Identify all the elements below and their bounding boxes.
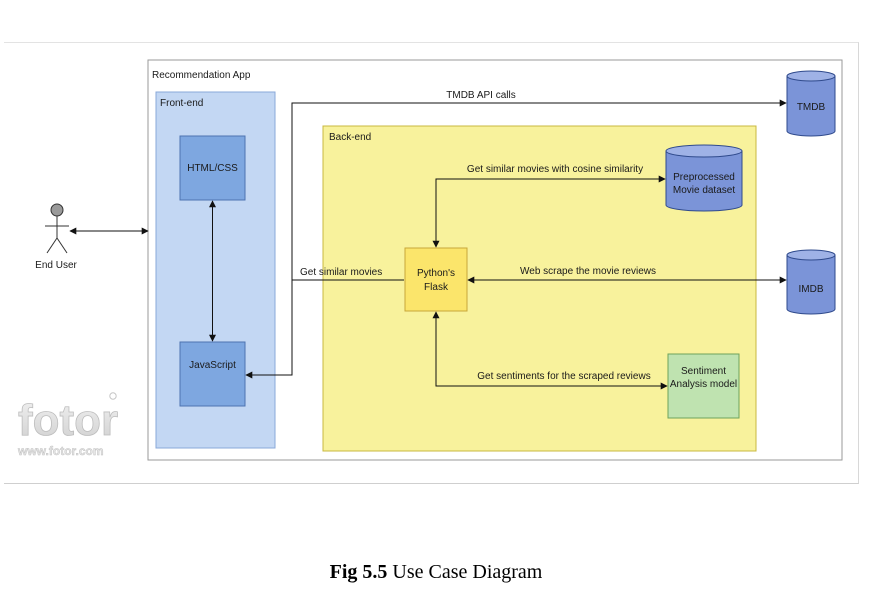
figure-frame <box>4 42 859 484</box>
edge-label-get-similar: Get similar movies <box>300 267 382 278</box>
javascript-label: JavaScript <box>189 360 236 371</box>
sentiment-label-line2: Analysis model <box>670 379 737 390</box>
flask-label-line2: Flask <box>424 282 449 293</box>
tmdb-database <box>786 70 836 137</box>
edge-flask-sentiment <box>432 311 668 390</box>
caption-label: Fig 5.5 <box>329 561 388 583</box>
figure-caption: Fig 5.5 Use Case Diagram <box>0 561 872 584</box>
flask-label-line1: Python's <box>417 268 455 279</box>
end-user-label: End User <box>35 260 77 271</box>
sentiment-model-node <box>667 353 740 419</box>
svg-text:fotor: fotor <box>18 396 118 445</box>
caption-text: Use Case Diagram <box>387 561 543 583</box>
movie-dataset-database <box>665 144 743 212</box>
end-user-actor <box>45 203 69 254</box>
imdb-label: IMDB <box>799 284 824 295</box>
app-title: Recommendation App <box>152 70 251 81</box>
backend-title: Back-end <box>329 132 371 143</box>
dataset-label-line1: Preprocessed <box>673 172 735 183</box>
edge-flask-dataset <box>432 175 666 248</box>
flask-node <box>404 247 468 312</box>
dataset-label-line2: Movie dataset <box>673 185 735 196</box>
edge-label-cosine: Get similar movies with cosine similarit… <box>467 164 643 175</box>
frontend-title: Front-end <box>160 98 203 109</box>
sentiment-label-line1: Sentiment <box>681 366 726 377</box>
edge-label-scrape: Web scrape the movie reviews <box>520 266 656 277</box>
imdb-database <box>786 249 836 315</box>
tmdb-label: TMDB <box>797 102 826 113</box>
html-css-node <box>179 135 246 201</box>
javascript-node <box>179 341 246 407</box>
svg-text:www.fotor.com: www.fotor.com <box>17 444 104 458</box>
html-css-label: HTML/CSS <box>187 163 238 174</box>
edge-label-tmdb-calls: TMDB API calls <box>446 90 515 101</box>
edge-label-sentiments: Get sentiments for the scraped reviews <box>477 371 650 382</box>
fotor-watermark: fotor www.fotor.com <box>17 392 119 458</box>
edge-flask-javascript <box>245 279 404 379</box>
edge-tmdb-calls <box>291 99 787 280</box>
